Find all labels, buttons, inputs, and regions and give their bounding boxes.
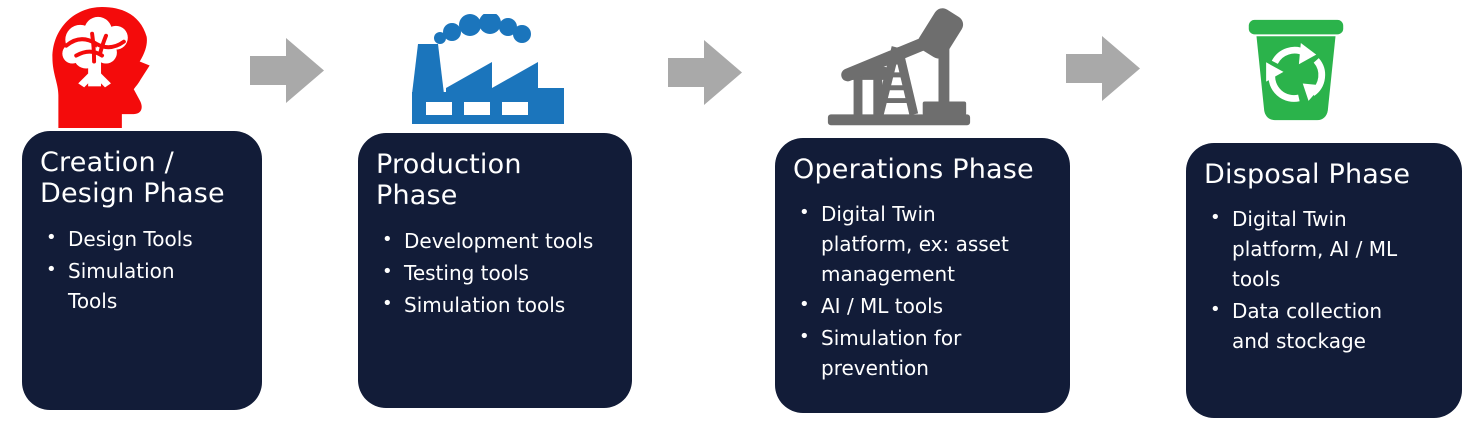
bullet-item: Testing tools [380,258,614,288]
phase-panel-operations: Operations Phase Digital Twin platform, … [775,138,1070,413]
phase-panel-production: Production Phase Development tools Testi… [358,133,632,408]
oil-pumpjack-icon [827,8,971,126]
arrow-icon [668,40,742,105]
phase-bullet-list: Design Tools Simulation Tools [40,224,244,316]
bullet-item: Digital Twin platform, AI / ML tools [1208,204,1417,294]
phase-title: Operations Phase [793,154,1034,185]
bullet-item: Simulation tools [380,290,614,320]
phase-bullet-list: Digital Twin platform, AI / ML tools Dat… [1204,204,1444,356]
head-brain-icon [52,6,150,128]
phase-title: Disposal Phase [1204,159,1411,190]
bullet-item: Development tools [380,226,614,256]
phase-panel-disposal: Disposal Phase Digital Twin platform, AI… [1186,143,1462,418]
phase-bullet-list: Digital Twin platform, ex: asset managem… [793,199,1052,383]
recycle-bin-icon [1248,19,1344,121]
bullet-item: Simulation for prevention [797,323,1033,383]
bullet-item: Digital Twin platform, ex: asset managem… [797,199,1033,289]
arrow-icon [1066,36,1140,101]
bullet-item: AI / ML tools [797,291,1033,321]
phase-title: Creation / Design Phase [40,147,225,210]
bullet-item: Data collection and stockage [1208,296,1417,356]
phase-panel-creation-design: Creation / Design Phase Design Tools Sim… [22,131,262,410]
phase-bullet-list: Development tools Testing tools Simulati… [376,226,614,320]
bullet-item: Simulation Tools [44,256,218,316]
bullet-item: Design Tools [44,224,218,254]
phase-title: Production Phase [376,149,522,212]
factory-icon [412,14,564,124]
arrow-icon [250,38,324,103]
